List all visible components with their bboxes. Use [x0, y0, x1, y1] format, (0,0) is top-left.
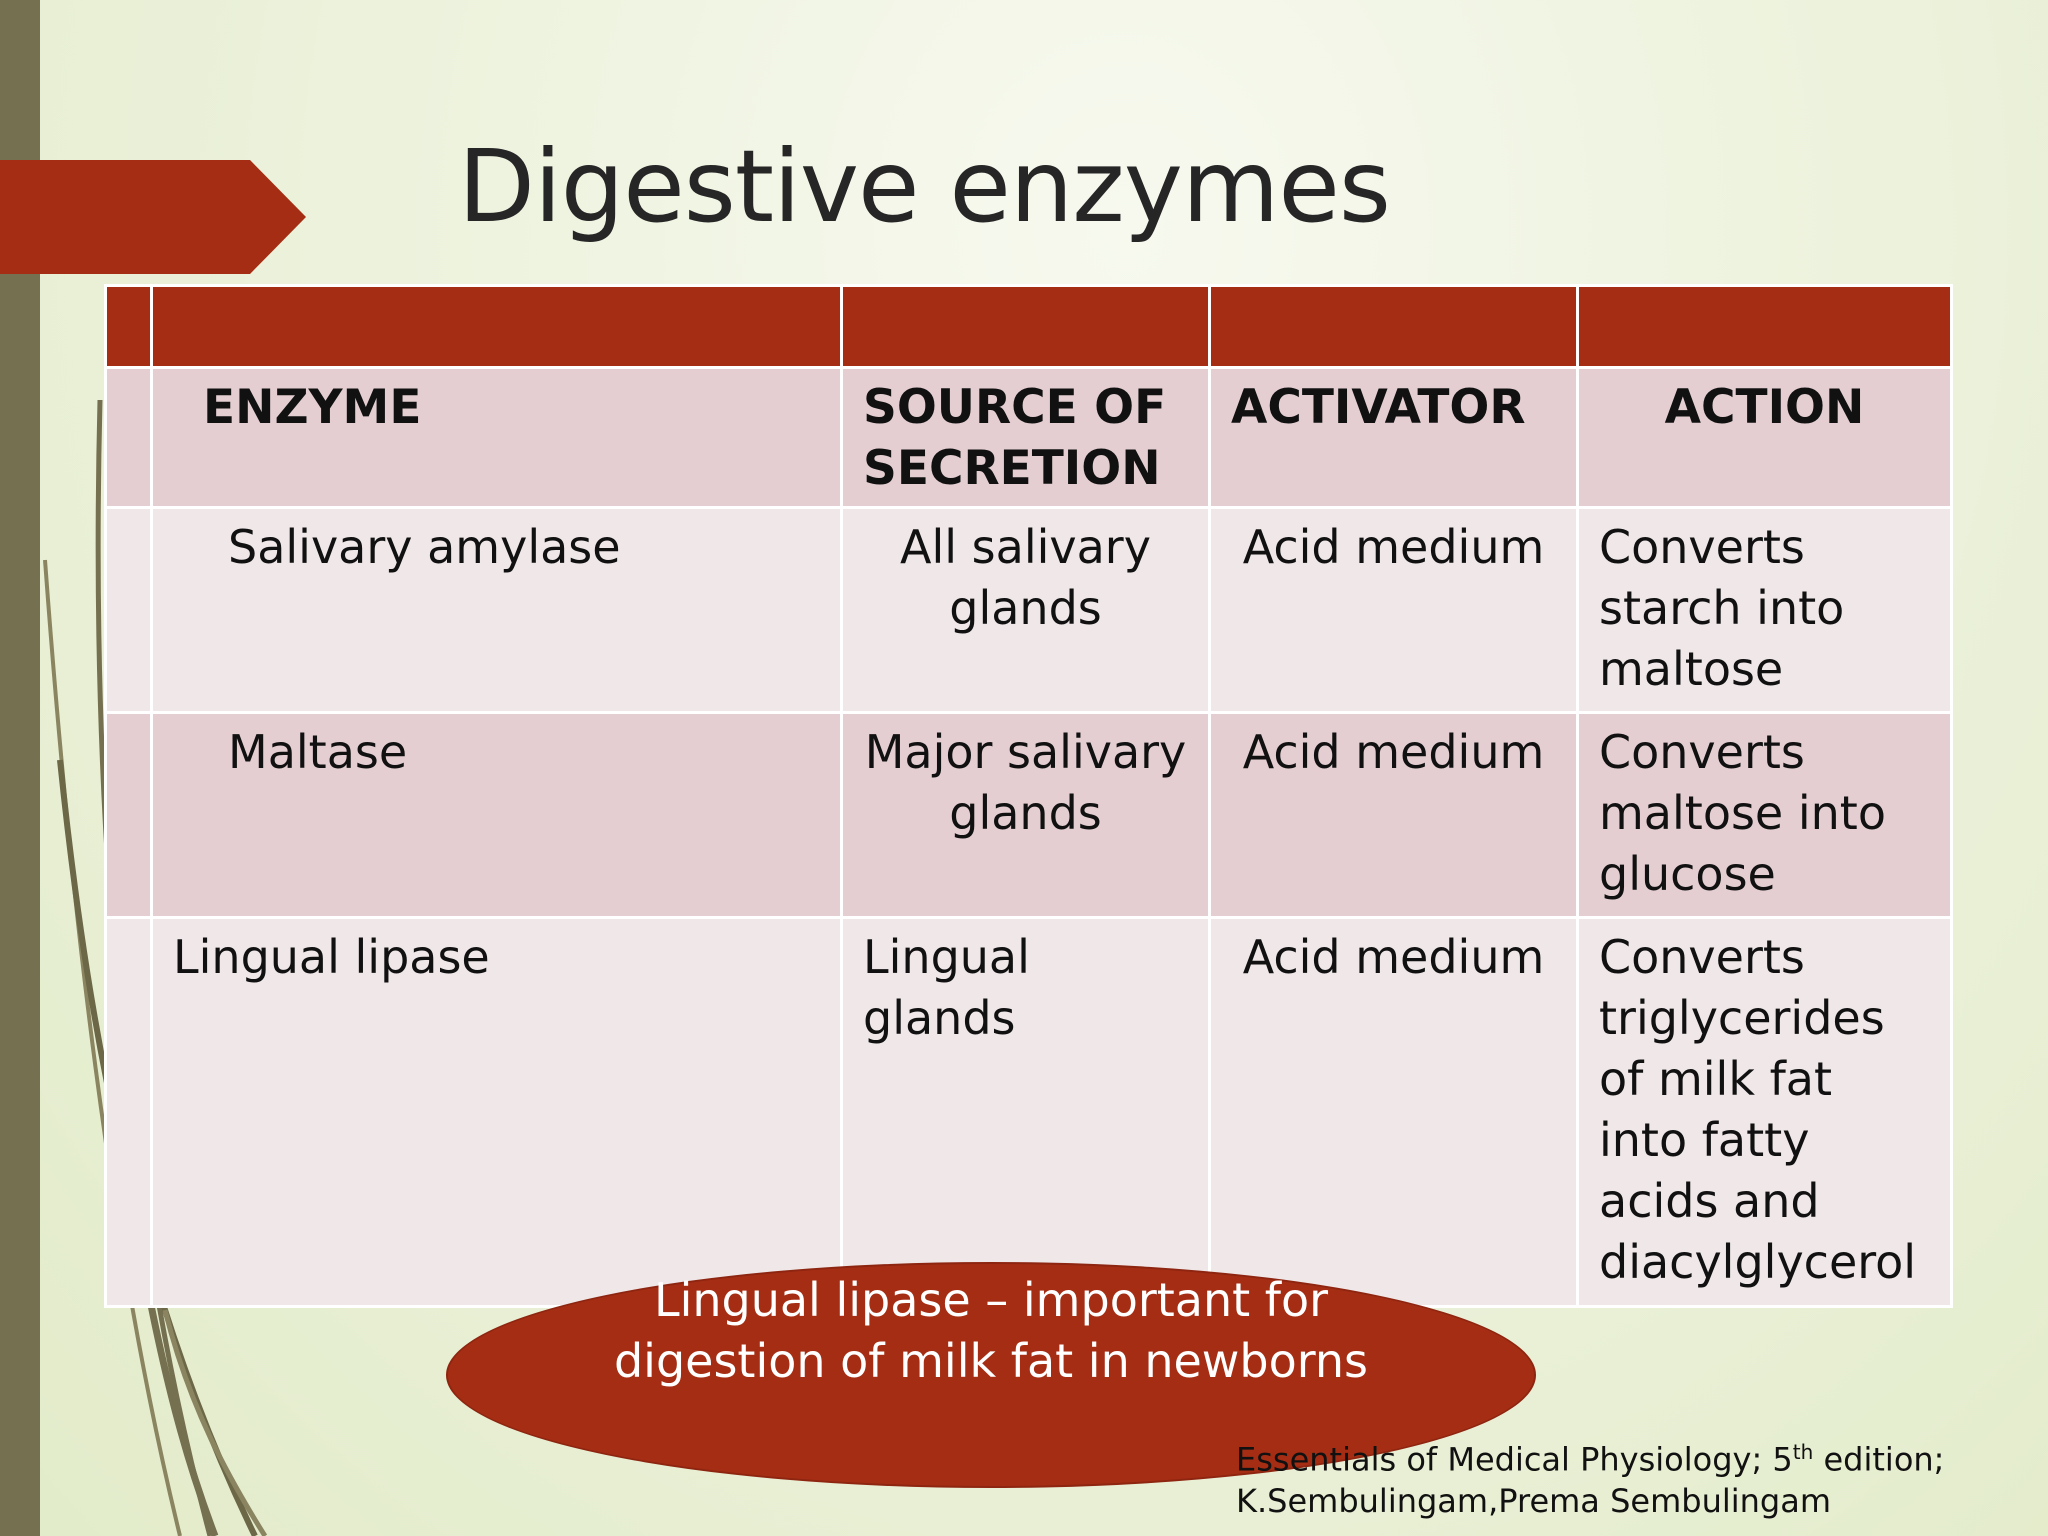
table-row: Maltase Major salivary glands Acid mediu…: [104, 711, 1953, 919]
callout-ellipse: [446, 1262, 1536, 1488]
header-enzyme: ENZYME: [150, 366, 843, 509]
title-arrow-shape: [0, 160, 306, 274]
cell-action: Converts starch into maltose: [1576, 506, 1953, 714]
header-source: SOURCE OF SECRETION: [840, 366, 1211, 509]
cell-action: Converts maltose into glucose: [1576, 711, 1953, 919]
slide-title: Digestive enzymes: [458, 128, 1391, 245]
table-top-band: [104, 284, 1953, 369]
table-row: Lingual lipase Lingual glands Acid mediu…: [104, 916, 1953, 1308]
cell-source: All salivary glands: [840, 506, 1211, 714]
citation-line1-prefix: Essentials of Medical Physiology; 5: [1236, 1440, 1793, 1479]
table-header-row: ENZYME SOURCE OF SECRETION ACTIVATOR ACT…: [104, 366, 1953, 509]
cell-enzyme: Maltase: [150, 711, 843, 919]
cell-enzyme: Lingual lipase: [150, 916, 843, 1308]
cell-activator: Acid medium: [1208, 916, 1579, 1308]
enzyme-table: ENZYME SOURCE OF SECRETION ACTIVATOR ACT…: [104, 284, 1953, 1308]
citation-line2: K.Sembulingam,Prema Sembulingam: [1236, 1481, 1831, 1520]
cell-activator: Acid medium: [1208, 711, 1579, 919]
table-row: Salivary amylase All salivary glands Aci…: [104, 506, 1953, 714]
citation-line1-suffix: edition;: [1813, 1440, 1945, 1479]
citation-superscript: th: [1792, 1440, 1814, 1464]
cell-source: Major salivary glands: [840, 711, 1211, 919]
header-activator: ACTIVATOR: [1208, 366, 1579, 509]
cell-enzyme: Salivary amylase: [150, 506, 843, 714]
callout-text: Lingual lipase – important for digestion…: [613, 1273, 1368, 1388]
cell-activator: Acid medium: [1208, 506, 1579, 714]
citation: Essentials of Medical Physiology; 5th ed…: [1236, 1432, 2016, 1522]
cell-action: Converts triglycerides of milk fat into …: [1576, 916, 1953, 1308]
header-action: ACTION: [1576, 366, 1953, 509]
cell-source: Lingual glands: [840, 916, 1211, 1308]
